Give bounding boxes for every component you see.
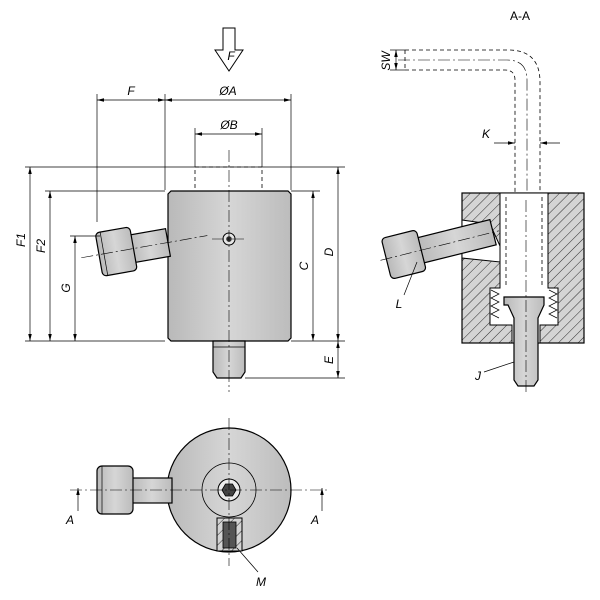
bottom-view: A A M — [65, 418, 330, 589]
force-arrow — [214, 27, 244, 72]
dim-label-K: K — [482, 127, 491, 141]
lever-section — [380, 218, 499, 279]
dim-label-SW: SW — [379, 50, 393, 71]
callout-label-L: L — [396, 297, 403, 311]
section-title: A-A — [510, 9, 530, 23]
section-mark-left: A — [65, 513, 74, 527]
spring-right — [548, 289, 558, 319]
section-view: A-A SW K — [379, 9, 585, 392]
force-arrow-label: F — [227, 49, 235, 63]
front-view: F F — [14, 27, 345, 392]
dim-label-C: C — [297, 261, 311, 270]
callout-leader-M — [236, 547, 259, 573]
dim-label-D: D — [322, 247, 336, 256]
dim-label-G: G — [59, 283, 73, 292]
plunger-body — [167, 190, 292, 342]
lever-shaft — [131, 477, 173, 504]
callout-label-M: M — [256, 575, 266, 589]
dim-label-F1: F1 — [14, 233, 28, 247]
section-mark-right: A — [310, 513, 319, 527]
set-screw-core — [222, 521, 237, 549]
rod-centerline — [398, 59, 528, 200]
dim-label-B: ØB — [219, 118, 237, 132]
dim-label-E: E — [322, 355, 336, 364]
dim-label-F: F — [127, 84, 135, 98]
dim-label-A: ØA — [218, 84, 236, 98]
callout-leader-J — [483, 361, 515, 373]
lever-front — [81, 226, 208, 277]
phantom-rod-outline — [194, 166, 263, 192]
dim-label-F2: F2 — [34, 239, 48, 253]
phantom-rod-outer — [405, 49, 541, 212]
spring-left — [490, 289, 500, 319]
callout-leader-L — [403, 261, 418, 296]
lever-centerline — [81, 235, 208, 259]
lever-centerline — [380, 230, 499, 261]
callout-label-J: J — [474, 369, 482, 383]
phantom-rod-inner — [405, 69, 516, 212]
